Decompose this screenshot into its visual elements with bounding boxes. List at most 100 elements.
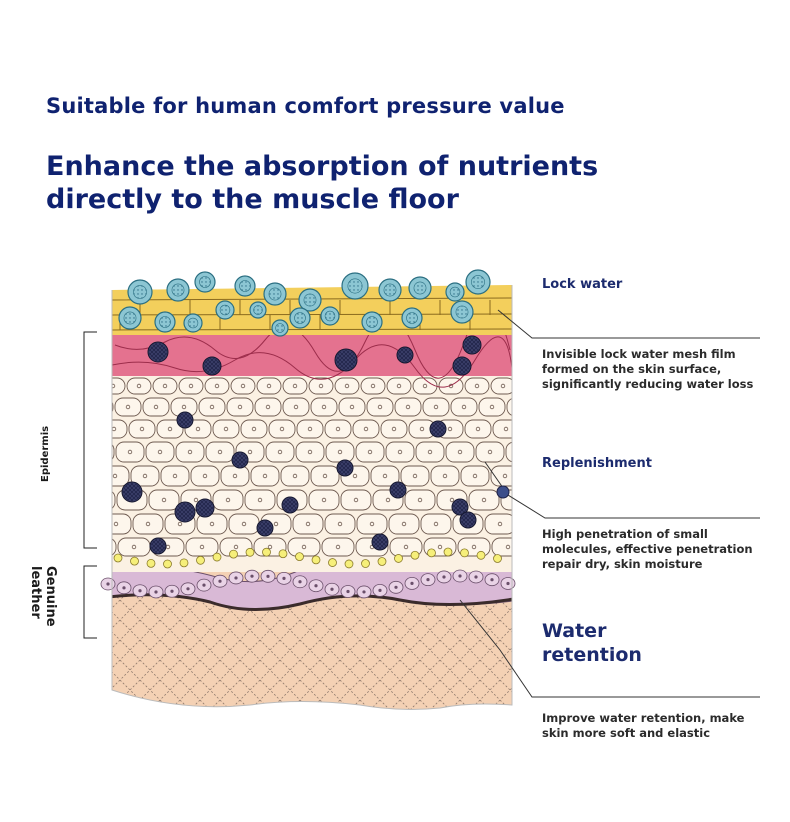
cell-nucleus [225, 497, 231, 503]
replenishment-marker [496, 485, 510, 499]
replenishment-desc-1: High penetration of small [542, 527, 708, 541]
cell-nucleus [125, 404, 131, 410]
leader-water-retention [459, 599, 760, 698]
epidermis-cell [295, 441, 325, 463]
cell-nucleus [307, 426, 313, 432]
yellow-bead [295, 552, 304, 562]
headline-line-2: directly to the muscle floor [46, 184, 459, 215]
granule-hatch [464, 337, 480, 353]
basal-cell-nucleus [186, 587, 190, 591]
water-drop-core [123, 311, 137, 325]
basal-cell-nucleus [410, 581, 414, 585]
water-drop-core [413, 281, 427, 295]
epidermis-cell [310, 397, 338, 417]
basal-cell-nucleus [394, 585, 398, 589]
water-drop-core [187, 317, 199, 329]
cell-nucleus [370, 383, 376, 389]
headline-line-1: Enhance the absorption of nutrients [46, 151, 599, 182]
epidermis-cell [370, 465, 400, 487]
epidermis-cell [324, 419, 352, 439]
cell-nucleus [335, 426, 341, 432]
epidermis-cell [308, 489, 340, 511]
epidermis-cell [464, 377, 490, 395]
basal-cell-nucleus [362, 590, 366, 594]
epidermis-cell [506, 397, 512, 417]
yellow-bead [377, 557, 387, 566]
cell-nucleus [217, 449, 223, 455]
epidermis-cell [360, 377, 386, 395]
epidermis-cell [338, 397, 366, 417]
epidermis-cell [244, 489, 276, 511]
cell-nucleus [112, 473, 118, 479]
cell-nucleus [377, 404, 383, 410]
epidermis-cell [175, 441, 205, 463]
epidermis-cell [505, 441, 512, 463]
basal-cell-nucleus [266, 574, 270, 578]
epidermis-cell [212, 489, 244, 511]
cell-nucleus [292, 473, 298, 479]
basal-cell-nucleus [346, 589, 350, 594]
epidermis-cell [240, 419, 268, 439]
yellow-bead [476, 550, 486, 560]
cell-nucleus [487, 449, 493, 455]
granule-hatch [398, 348, 412, 362]
basement-membrane [112, 593, 512, 611]
epidermis-label: Epidermis [40, 425, 51, 482]
granule-hatch [336, 350, 356, 370]
epidermis-cell [445, 441, 475, 463]
epidermis-cell [112, 397, 114, 417]
basal-cell-nucleus [138, 589, 142, 593]
epidermis-cell [112, 537, 117, 557]
epidermis-cell [132, 513, 164, 535]
basal-cell-nucleus [122, 586, 126, 590]
cell-nucleus [369, 521, 375, 527]
cell-nucleus [142, 473, 148, 479]
epidermis-cell [366, 397, 394, 417]
cell-nucleus [305, 521, 311, 527]
cell-nucleus [433, 404, 439, 410]
water-retention-title-1: Water [542, 620, 607, 642]
cell-nucleus [223, 426, 229, 432]
cell-nucleus [461, 404, 467, 410]
epidermis-cell [112, 419, 128, 439]
cell-nucleus [321, 404, 327, 410]
epidermis-cell [380, 419, 408, 439]
cell-nucleus [240, 383, 246, 389]
cell-nucleus [202, 473, 208, 479]
yellow-bead [212, 552, 222, 562]
epidermis-cell [230, 377, 256, 395]
cell-nucleus [292, 383, 298, 389]
cell-nucleus [472, 473, 478, 479]
cell-nucleus [293, 404, 299, 410]
water-drop-core [366, 316, 378, 328]
yellow-bead [493, 554, 502, 563]
replenishment-title: Replenishment [542, 456, 652, 471]
cell-nucleus [257, 497, 263, 503]
basal-cell-nucleus [378, 588, 382, 592]
genuine-leather-bracket [83, 565, 97, 639]
epidermis-cell [112, 377, 126, 395]
water-drop-core [303, 293, 317, 307]
granule-hatch [178, 413, 192, 427]
epidermis-cell [126, 377, 152, 395]
yellow-bead [130, 556, 139, 566]
water-drop-core [406, 312, 418, 324]
basal-cell-nucleus [426, 578, 430, 582]
granule-hatch [176, 503, 194, 521]
basal-cell-nucleus [202, 583, 206, 587]
epidermis-cell [491, 537, 512, 557]
water-drop-core [324, 310, 336, 322]
cell-nucleus [279, 426, 285, 432]
genuine-leather-label: Genuine leather [28, 566, 58, 627]
genuine-leather-line-1: Genuine [43, 566, 58, 627]
epidermis-cell [388, 513, 420, 535]
cell-nucleus [403, 544, 409, 550]
basal-cell-nucleus [234, 576, 238, 580]
cell-nucleus [209, 521, 215, 527]
epidermis-cell [478, 397, 506, 417]
lock-water-desc-2: formed on the skin surface, [542, 362, 722, 376]
basal-cell-nucleus [442, 575, 446, 579]
granule-hatch [283, 498, 297, 512]
epidermis-cell [310, 465, 340, 487]
cell-nucleus [427, 449, 433, 455]
